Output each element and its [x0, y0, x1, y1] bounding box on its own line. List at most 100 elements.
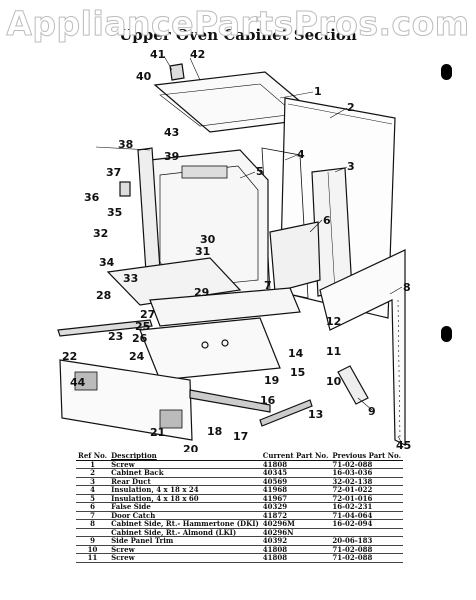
cell-description: Cabinet Side, Rt.- Hammertone (DKI) — [109, 519, 261, 529]
callout-8: 8 — [403, 281, 411, 294]
part-bracket-13 — [259, 399, 313, 427]
cell-previous: 71-02-088 — [330, 553, 404, 563]
callout-11: 11 — [326, 345, 341, 358]
callout-10: 10 — [326, 375, 342, 388]
callout-5: 5 — [256, 165, 264, 178]
callout-14: 14 — [288, 347, 304, 360]
cell-ref: 3 — [76, 477, 110, 486]
part-oven-floor — [106, 257, 242, 306]
callout-25: 25 — [135, 320, 150, 333]
cell-current: 41872 — [260, 511, 331, 520]
callout-26: 26 — [132, 332, 148, 345]
cell-ref: 11 — [76, 553, 110, 563]
cell-current: 41808 — [260, 553, 331, 563]
callout-28: 28 — [96, 289, 111, 302]
cell-previous — [330, 528, 404, 537]
cell-description: Door Catch — [109, 511, 261, 520]
col-current: Current Part No. — [260, 451, 331, 461]
cell-description: Insulation, 4 x 18 x 24 — [109, 485, 261, 495]
callout-21: 21 — [150, 426, 165, 439]
cell-ref: 9 — [76, 536, 110, 546]
cell-previous: 20-06-183 — [330, 536, 404, 546]
cell-description: Insulation, 4 x 18 x 60 — [109, 494, 261, 503]
cell-description: Screw — [109, 553, 261, 563]
callout-43: 43 — [164, 126, 179, 139]
callout-42: 42 — [190, 48, 205, 61]
cell-ref — [76, 528, 110, 537]
cell-previous: 72-01-016 — [330, 494, 404, 503]
callout-9: 9 — [368, 405, 376, 418]
cell-description: Cabinet Back — [109, 468, 261, 478]
watermark: AppliancePartsPros.com — [6, 4, 470, 44]
cell-description: Screw — [109, 460, 261, 469]
callout-16: 16 — [260, 394, 276, 407]
cell-description: Side Panel Trim — [109, 536, 261, 546]
cell-current: 41968 — [260, 485, 331, 495]
cell-current: 40392 — [260, 536, 331, 546]
callout-19: 19 — [264, 374, 279, 387]
cell-ref: 10 — [76, 545, 110, 554]
col-previous: Previous Part No. — [330, 451, 404, 461]
binder-hole-bottom — [441, 326, 452, 342]
col-ref: Ref No. — [76, 451, 110, 461]
cell-previous: 32-02-138 — [330, 477, 404, 486]
callout-1: 1 — [314, 85, 322, 98]
cell-current: 41967 — [260, 494, 331, 503]
cell-current: 40296M — [260, 519, 331, 529]
callout-35: 35 — [107, 206, 122, 219]
callout-41: 41 — [150, 48, 165, 61]
cell-current: 40329 — [260, 502, 331, 512]
cell-ref: 8 — [76, 519, 110, 529]
cell-current: 40296N — [260, 528, 331, 537]
part-lower-frame — [149, 287, 301, 327]
parts-table: Ref No. Description Current Part No. Pre… — [76, 451, 404, 563]
callout-20: 20 — [183, 443, 199, 452]
callout-15: 15 — [290, 366, 305, 379]
callout-40: 40 — [136, 70, 152, 83]
callout-4: 4 — [297, 148, 305, 161]
cell-previous: 71-02-088 — [330, 545, 404, 554]
part-control-panel — [139, 317, 281, 381]
binder-hole-top — [441, 64, 452, 80]
cell-previous: 71-02-088 — [330, 460, 404, 469]
page-title: Upper Oven Cabinet Section — [119, 26, 357, 44]
cell-ref: 5 — [76, 494, 110, 503]
cell-current: 41808 — [260, 545, 331, 554]
part-trim-strip — [57, 319, 153, 337]
callout-23: 23 — [108, 330, 123, 343]
cell-ref: 4 — [76, 485, 110, 495]
callout-29: 29 — [194, 286, 209, 299]
cell-previous: 16-02-231 — [330, 502, 404, 512]
callout-2: 2 — [347, 101, 355, 114]
cell-description: Screw — [109, 545, 261, 554]
cell-description: Cabinet Side, Rt.- Almond (LKI) — [109, 528, 261, 537]
part-bottom-strip — [189, 389, 271, 413]
cell-previous: 71-04-064 — [330, 511, 404, 520]
cell-description: Rear Duct — [109, 477, 261, 486]
col-description: Description — [109, 452, 261, 461]
callout-24: 24 — [129, 350, 145, 363]
callout-45: 45 — [396, 439, 411, 452]
table-row: Cabinet Side, Rt.- Almond (LKI)40296N — [76, 528, 404, 537]
cell-previous: 16-02-094 — [330, 519, 404, 529]
part-false-side — [269, 221, 321, 293]
callout-7: 7 — [264, 279, 272, 292]
callout-36: 36 — [84, 191, 100, 204]
part-side-panel-trim — [337, 365, 369, 405]
callout-30: 30 — [200, 233, 216, 246]
callout-18: 18 — [207, 425, 222, 438]
cell-current: 40345 — [260, 468, 331, 478]
cell-description: False Side — [109, 502, 261, 512]
part-cabinet-side-right — [319, 249, 406, 446]
cell-ref: 7 — [76, 511, 110, 520]
